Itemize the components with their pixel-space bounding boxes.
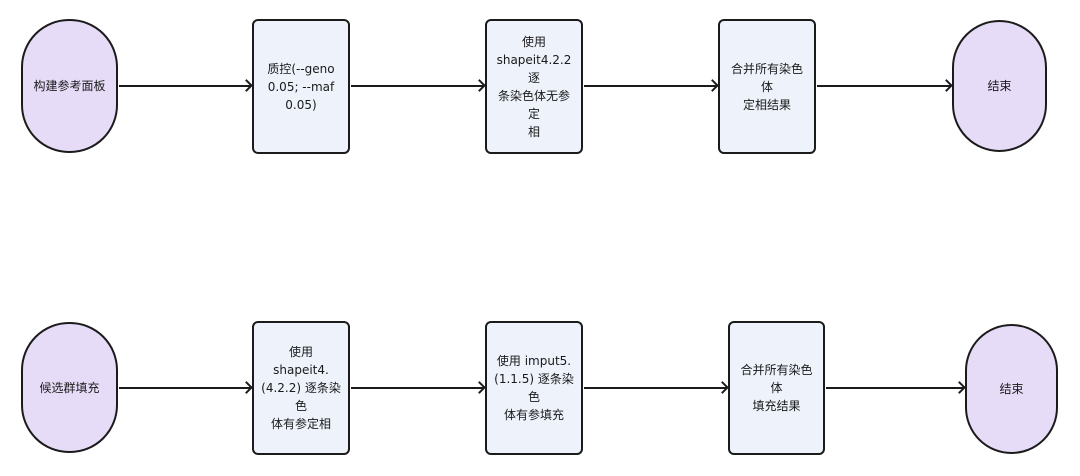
node-label: 使用 shapeit4.2.2 逐 条染色体无参定 相 (496, 34, 572, 139)
node-label: 候选群填充 (39, 380, 100, 395)
candidate-population-imputation-start-node: 候选群填充 (21, 322, 118, 453)
arrowhead-icon (706, 79, 719, 92)
flow-arrow (119, 381, 253, 394)
phasing-end-node: 结束 (952, 20, 1047, 152)
arrowhead-icon (940, 79, 953, 92)
arrowhead-icon (953, 381, 966, 394)
flow-arrow (584, 79, 719, 92)
arrowhead-icon (716, 381, 729, 394)
node-label: 使用 shapeit4. (4.2.2) 逐条染色 体有参定相 (261, 345, 341, 431)
qc-step-node: 质控(--geno 0.05; --maf 0.05) (252, 19, 350, 154)
arrowhead-icon (240, 79, 253, 92)
node-label: 构建参考面板 (33, 79, 106, 93)
imputation-end-node: 结束 (965, 324, 1058, 454)
flow-arrow (351, 79, 486, 92)
node-label: 结束 (999, 382, 1024, 396)
arrowhead-icon (473, 381, 486, 394)
node-label: 结束 (987, 79, 1012, 93)
flow-arrow (119, 79, 253, 92)
shapeit-ref-phasing-step-node: 使用 shapeit4. (4.2.2) 逐条染色 体有参定相 (252, 321, 350, 455)
node-label: 质控(--geno 0.05; --maf 0.05) (267, 61, 335, 112)
flow-arrow (826, 381, 966, 394)
build-reference-panel-start-node: 构建参考面板 (21, 19, 118, 153)
impute5-imputation-step-node: 使用 imput5. (1.1.5) 逐条染色 体有参填充 (485, 321, 583, 455)
shapeit-no-ref-phasing-step-node: 使用 shapeit4.2.2 逐 条染色体无参定 相 (485, 19, 583, 154)
merge-phasing-results-step-node: 合并所有染色体 定相结果 (718, 19, 816, 154)
arrowhead-icon (473, 79, 486, 92)
merge-imputation-results-step-node: 合并所有染色体 填充结果 (728, 321, 825, 455)
node-label: 合并所有染色体 填充结果 (740, 363, 813, 413)
arrowhead-icon (240, 381, 253, 394)
flow-arrow (584, 381, 729, 394)
node-label: 合并所有染色体 定相结果 (730, 61, 803, 112)
node-label: 使用 imput5. (1.1.5) 逐条染色 体有参填充 (494, 354, 574, 422)
flow-arrow (351, 381, 486, 394)
flow-arrow (817, 79, 953, 92)
